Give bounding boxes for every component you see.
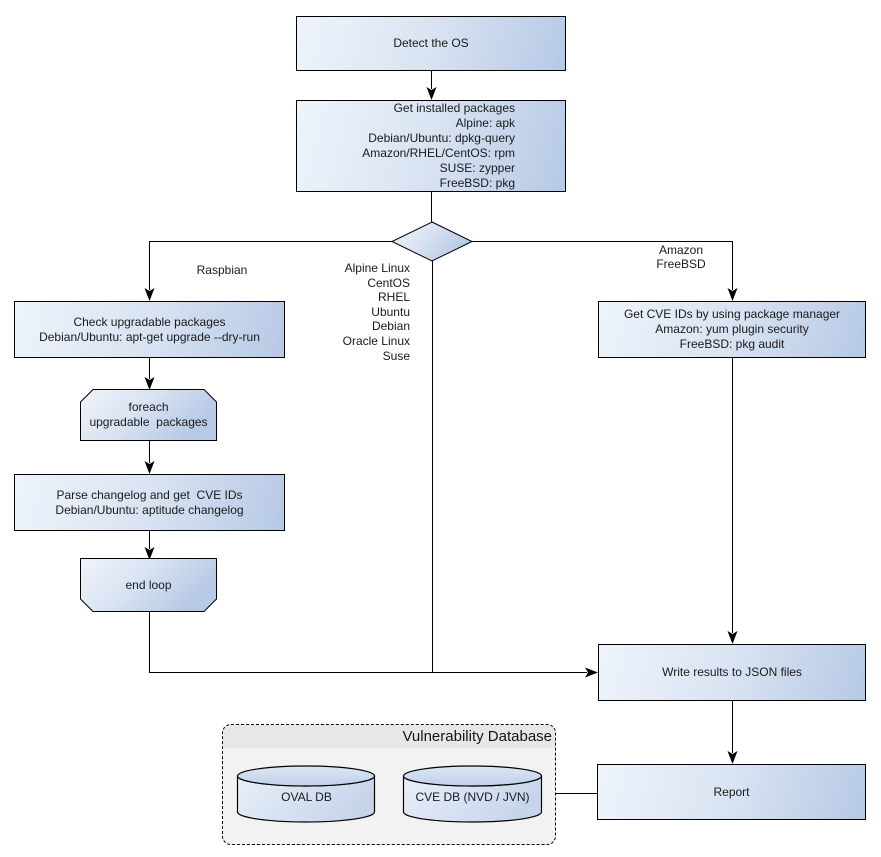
edge-label-raspbian: Raspbian: [172, 263, 272, 278]
edge-endloop-to-write-results: [149, 612, 587, 673]
edge-label-text: Alpine Linux: [344, 261, 410, 275]
edge-label-text: Debian: [371, 319, 410, 334]
node-detect-os-label: Detect the OS: [393, 36, 469, 50]
node-line: Check upgradable packages: [73, 314, 226, 329]
node-line: SUSE: zypper: [439, 161, 515, 175]
node-line: Amazon/RHEL/CentOS: rpm: [362, 146, 515, 160]
node-end-loop: end loop: [80, 558, 217, 612]
node-line: upgradable packages: [89, 415, 208, 429]
node-line: Debian/Ubuntu: dpkg-query: [368, 131, 515, 145]
node-get-installed-packages: Get installed packages Alpine: apk Debia…: [296, 100, 566, 192]
arrowhead-icon: [727, 631, 738, 644]
arrowhead-icon: [727, 288, 738, 301]
node-line: foreach: [128, 400, 169, 414]
node-line: FreeBSD: pkg: [439, 176, 515, 190]
edge-label-text: Oracle Linux: [342, 333, 410, 348]
node-foreach-loop-start: foreach upgradable packages: [80, 389, 217, 441]
node-write-results-label: Write results to JSON files: [662, 665, 802, 679]
node-line: FreeBSD: pkg audit: [679, 337, 785, 351]
node-check-upgradable-packages: Check upgradable packages Debian/Ubuntu:…: [14, 301, 285, 358]
node-line: Debian/Ubuntu: aptitude changelog: [55, 502, 244, 517]
arrowhead-icon: [144, 461, 155, 474]
cve-db-text: CVE DB (NVD / JVN): [415, 789, 530, 804]
arrowhead-icon: [144, 288, 155, 301]
cve-db-label: CVE DB (NVD / JVN): [403, 772, 542, 822]
edge-label-text: FreeBSD: [656, 256, 706, 271]
node-end-loop-label: end loop: [125, 577, 172, 592]
edge-label-mid-branch: Alpine Linux CentOS RHEL Ubuntu Debian O…: [300, 261, 410, 363]
node-line: Parse changelog and get CVE IDs: [56, 487, 243, 502]
arrowhead-icon: [727, 751, 738, 764]
node-line: Get installed packages: [393, 101, 515, 115]
edge-label-text: Amazon: [658, 243, 704, 257]
node-line: Amazon: yum plugin security: [655, 322, 809, 336]
decision-diamond: [390, 221, 474, 262]
edge-label-text: Suse: [382, 348, 410, 363]
node-report-label: Report: [713, 784, 750, 799]
node-report: Report: [597, 764, 866, 820]
edge-label-text: Raspbian: [196, 263, 248, 278]
vulnerability-database-header: Vulnerability Database: [223, 725, 555, 748]
arrowhead-icon: [426, 87, 437, 100]
arrowhead-icon: [585, 667, 598, 678]
node-write-results-json: Write results to JSON files: [598, 644, 866, 701]
node-detect-os: Detect the OS: [296, 16, 566, 71]
edge-label-text: CentOS: [367, 275, 410, 290]
edge-label-right-branch: Amazon FreeBSD: [631, 243, 731, 271]
node-line: Get CVE IDs by using package manager: [623, 307, 841, 321]
oval-db-label: OVAL DB: [238, 772, 375, 822]
vulnerability-database-title: Vulnerability Database: [402, 728, 552, 745]
edge-label-text: RHEL: [377, 290, 410, 305]
node-parse-changelog: Parse changelog and get CVE IDs Debian/U…: [14, 474, 285, 531]
node-line: Alpine: apk: [455, 116, 515, 130]
node-get-cve-ids-package-manager: Get CVE IDs by using package manager Ama…: [598, 301, 866, 358]
edge-label-text: Ubuntu: [371, 304, 410, 319]
oval-db-text: OVAL DB: [281, 789, 332, 804]
node-line: Debian/Ubuntu: apt-get upgrade --dry-run: [39, 329, 260, 344]
